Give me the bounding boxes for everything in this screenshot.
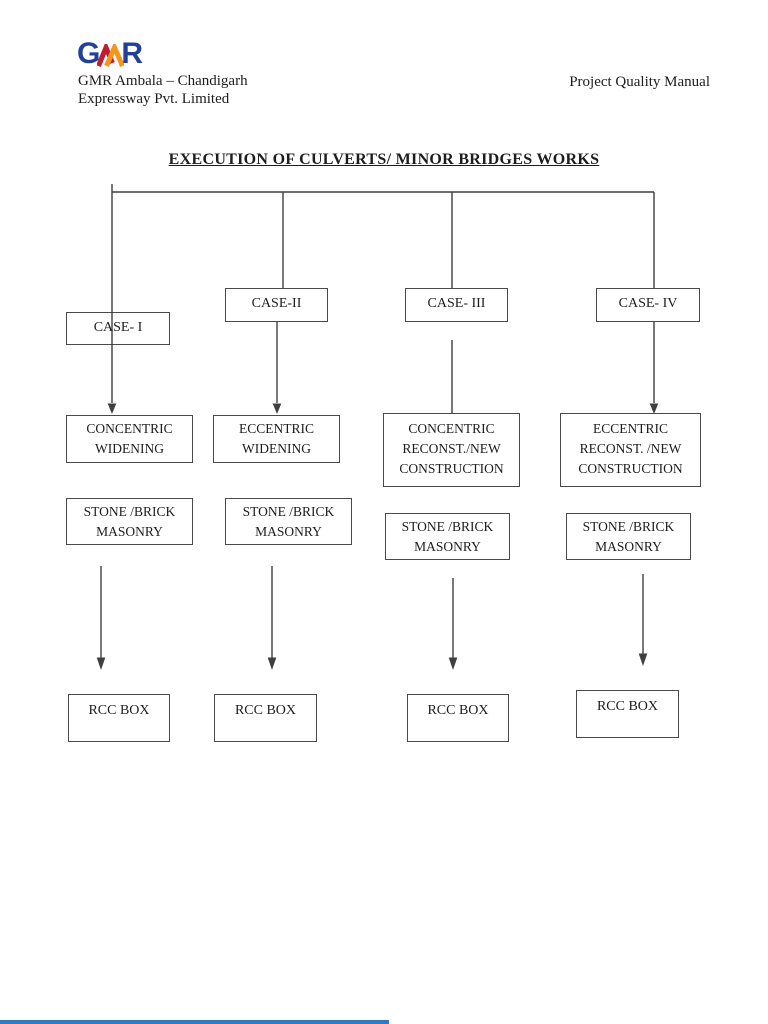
logo-letter-g: G — [77, 37, 100, 70]
method-2-box: ECCENTRIC WIDENING — [213, 415, 340, 463]
logo-letter-r: R — [121, 37, 143, 70]
method-4-box: ECCENTRIC RECONST. /NEW CONSTRUCTION — [560, 413, 701, 487]
case1-arrowhead — [107, 403, 117, 414]
document-title: Project Quality Manual — [569, 74, 710, 90]
logo-m-peaks-icon — [97, 44, 125, 67]
col4-down-arrowhead — [638, 653, 648, 666]
col3-down-arrowhead — [448, 657, 458, 670]
case-2-box: CASE-II — [225, 288, 328, 322]
outcome-2-box: RCC BOX — [214, 694, 317, 742]
company-name: GMR Ambala – Chandigarh Expressway Pvt. … — [78, 72, 248, 108]
gmr-logo: G R — [77, 37, 143, 70]
case-3-box: CASE- III — [405, 288, 508, 322]
case2-arrowhead — [272, 403, 282, 414]
company-name-line1: GMR Ambala – Chandigarh — [78, 73, 248, 89]
progress-bar — [0, 1020, 389, 1024]
method-1-box: CONCENTRIC WIDENING — [66, 415, 193, 463]
material-4-box: STONE /BRICK MASONRY — [566, 513, 691, 560]
material-1-box: STONE /BRICK MASONRY — [66, 498, 193, 545]
logo-orange-peak — [104, 44, 125, 67]
col2-down-arrowhead — [267, 657, 277, 670]
case-4-box: CASE- IV — [596, 288, 700, 322]
page-title: EXECUTION OF CULVERTS/ MINOR BRIDGES WOR… — [168, 151, 600, 168]
company-name-line2: Expressway Pvt. Limited — [78, 91, 230, 107]
material-3-box: STONE /BRICK MASONRY — [385, 513, 510, 560]
col1-down-arrowhead — [96, 657, 106, 670]
outcome-3-box: RCC BOX — [407, 694, 509, 742]
outcome-1-box: RCC BOX — [68, 694, 170, 742]
case-1-box: CASE- I — [66, 312, 170, 345]
method-3-box: CONCENTRIC RECONST./NEW CONSTRUCTION — [383, 413, 520, 487]
material-2-box: STONE /BRICK MASONRY — [225, 498, 352, 545]
outcome-4-box: RCC BOX — [576, 690, 679, 738]
